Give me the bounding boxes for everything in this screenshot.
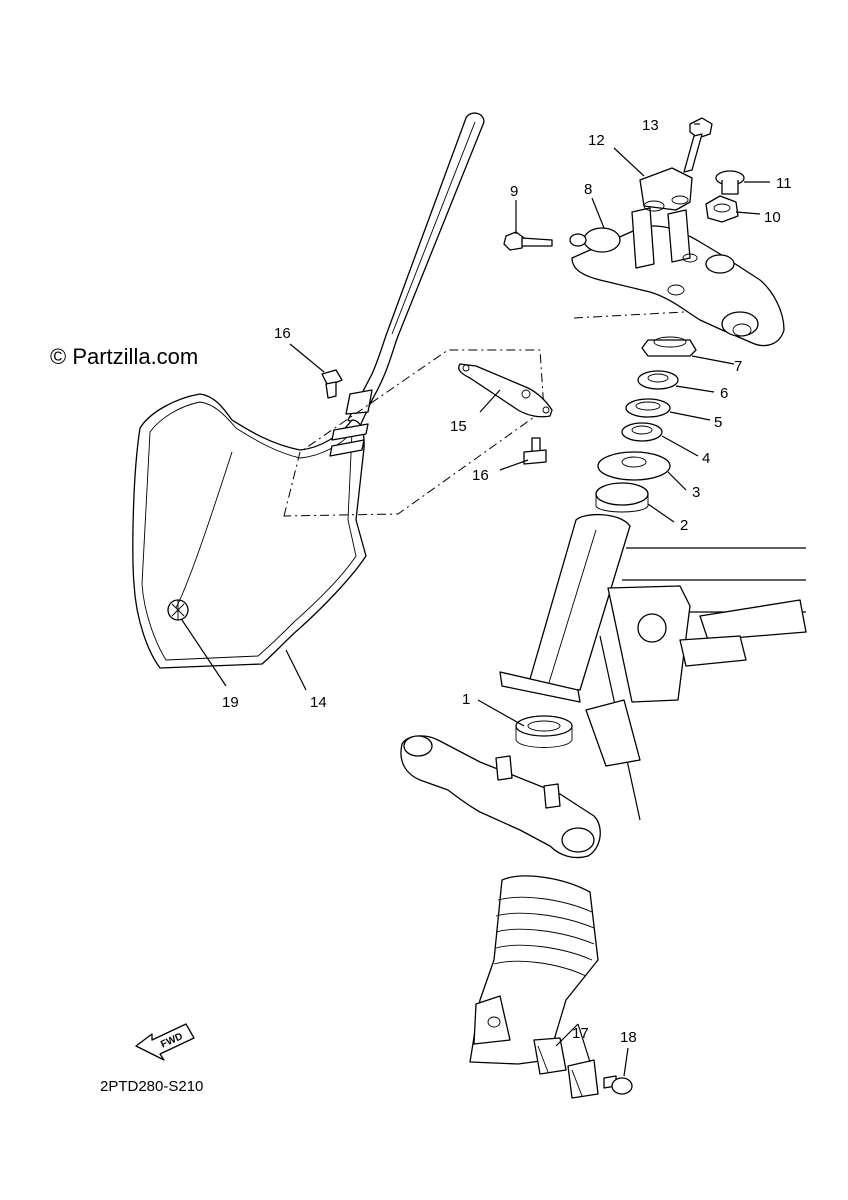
watermark-text: © Partzilla.com <box>50 344 198 369</box>
upper-bracket-part[interactable] <box>571 207 785 347</box>
ring-nut-4-part[interactable] <box>621 422 663 442</box>
bolt-18-part[interactable] <box>603 1075 633 1095</box>
stay-bracket-part[interactable] <box>458 363 553 418</box>
callout-13: 13 <box>642 117 659 134</box>
leader-lines <box>175 123 770 1077</box>
bearing-1-part[interactable] <box>515 715 573 748</box>
callout-16-lower: 16 <box>472 467 489 484</box>
callout-18: 18 <box>620 1029 637 1046</box>
cap-11-part[interactable] <box>715 170 745 195</box>
callout-7: 7 <box>734 358 742 375</box>
washer-5-part[interactable] <box>625 398 671 418</box>
callout-12: 12 <box>588 132 605 149</box>
handlebar-holder-part[interactable] <box>639 167 693 212</box>
callout-14: 14 <box>310 694 327 711</box>
callout-4: 4 <box>702 450 710 467</box>
diagram-code: 2PTD280-S210 <box>100 1078 203 1095</box>
fwd-arrow-icon: FWD <box>135 1023 195 1061</box>
dust-cover-3-part[interactable] <box>597 451 671 481</box>
callout-1: 1 <box>462 691 470 708</box>
callout-15: 15 <box>450 418 467 435</box>
ring-nut-6-part[interactable] <box>637 370 679 390</box>
front-fork-part <box>469 875 599 1065</box>
callout-11: 11 <box>776 175 792 192</box>
washer-7-part[interactable] <box>641 336 697 357</box>
frame-head-pipe <box>499 513 807 821</box>
nut-10-part[interactable] <box>705 195 739 223</box>
bolt-16-upper-part[interactable] <box>321 369 343 399</box>
callout-19: 19 <box>222 694 239 711</box>
number-plate-part[interactable] <box>132 112 485 669</box>
callout-6: 6 <box>720 385 728 402</box>
callout-8: 8 <box>584 181 592 198</box>
under-bracket-part[interactable] <box>400 735 601 859</box>
callout-5: 5 <box>714 414 722 431</box>
callout-3: 3 <box>692 484 700 501</box>
bolt-13-part[interactable] <box>683 117 713 173</box>
hose-clamp-17-part[interactable] <box>533 1037 599 1099</box>
callout-2: 2 <box>680 517 688 534</box>
callout-10: 10 <box>764 209 781 226</box>
callout-labels: 1 2 3 4 5 6 7 8 9 10 11 12 13 14 15 16 1… <box>222 117 792 1046</box>
bolt-9-part[interactable] <box>503 231 587 251</box>
callout-16-upper: 16 <box>274 325 291 342</box>
bolt-16-lower-part[interactable] <box>523 437 547 465</box>
callout-17: 17 <box>572 1025 589 1042</box>
bearing-2-part[interactable] <box>595 482 649 513</box>
callout-9: 9 <box>510 183 518 200</box>
